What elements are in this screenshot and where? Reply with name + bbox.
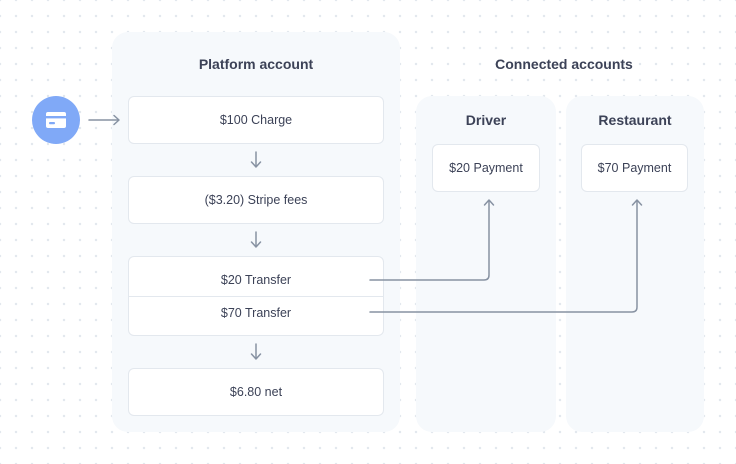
customer-card-icon-circle [32, 96, 80, 144]
restaurant-title: Restaurant [598, 112, 672, 128]
connected-accounts-heading: Connected accounts [495, 56, 633, 72]
restaurant-payment-card: $70 Payment [581, 144, 688, 192]
transfers-divider [129, 296, 383, 297]
stripe-fees-card: ($3.20) Stripe fees [128, 176, 384, 224]
charge-card: $100 Charge [128, 96, 384, 144]
restaurant-transfer-row: $70 Transfer [220, 305, 292, 320]
platform-account-title: Platform account [198, 56, 314, 72]
driver-transfer-row: $20 Transfer [220, 273, 292, 287]
driver-payment-card: $20 Payment [432, 144, 540, 192]
net-card: $6.80 net [128, 368, 384, 416]
driver-title: Driver [465, 112, 507, 128]
credit-card-icon [46, 112, 66, 128]
transfers-card: $20 Transfer $70 Transfer [128, 256, 384, 336]
